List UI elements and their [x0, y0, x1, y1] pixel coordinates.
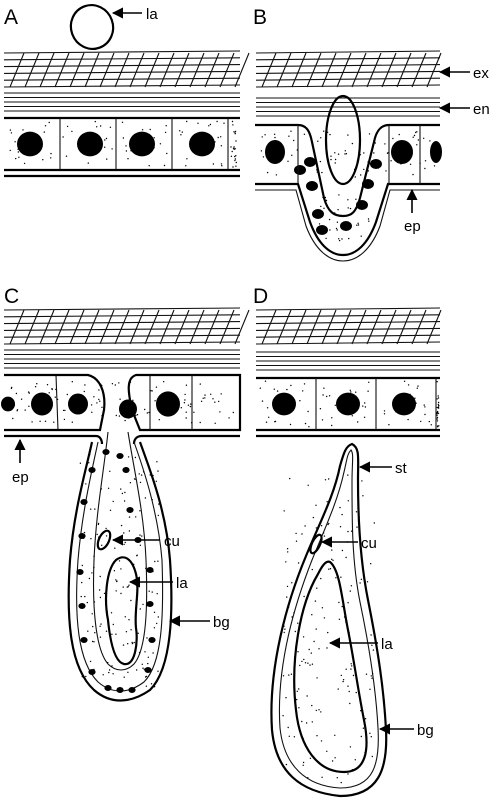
panel-a: A la — [4, 0, 249, 176]
panel-b-label-en: en — [473, 101, 490, 118]
lipid-droplet-shape — [65, 0, 120, 55]
panel-b-letter: B — [253, 6, 267, 29]
exocuticle-layer — [4, 308, 249, 344]
panel-d-label-bg: bg — [417, 722, 434, 739]
panel-d-label-st: st — [395, 460, 408, 477]
panel-c-label-cu: cu — [164, 533, 180, 550]
panel-c-label-ep: ep — [12, 469, 29, 486]
exocuticle-layer — [256, 308, 441, 344]
panel-d-label-cu: cu — [361, 535, 377, 552]
exocuticle-layer — [256, 51, 441, 87]
panel-a-letter: A — [4, 6, 18, 29]
panel-b: B ex en ep — [253, 6, 490, 261]
panel-b-label-ep: ep — [404, 218, 421, 235]
bristle-gland-with-stalk — [271, 444, 386, 796]
epidermis-layer — [1, 375, 240, 444]
panel-d-letter: D — [253, 285, 268, 308]
panel-d: D st cu la bg — [253, 285, 441, 796]
panel-c-letter: C — [4, 285, 19, 308]
panel-a-label-la: la — [146, 6, 158, 23]
panel-c: C ep cu la bg — [1, 285, 249, 701]
endocuticle-layer — [256, 98, 440, 116]
epidermis-layer — [256, 378, 440, 436]
panel-c-label-bg: bg — [213, 614, 230, 631]
bristle-gland — [69, 432, 172, 701]
panel-c-label-la: la — [176, 575, 188, 592]
panel-b-label-ex: ex — [473, 65, 489, 82]
epidermis-invagination — [255, 96, 442, 261]
exocuticle-layer — [4, 51, 249, 87]
panel-d-label-la: la — [381, 636, 393, 653]
endocuticle-layer — [4, 350, 240, 368]
epidermis-layer — [4, 118, 240, 176]
endocuticle-layer — [4, 93, 240, 111]
endocuticle-layer — [256, 352, 440, 370]
